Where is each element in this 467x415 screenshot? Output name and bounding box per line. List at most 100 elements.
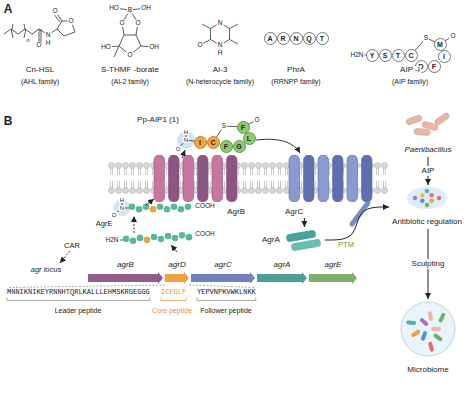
sequence-bracket (197, 298, 256, 301)
text-label: O (67, 18, 74, 25)
antibiotic-dot (420, 193, 424, 197)
node-shape (150, 155, 245, 202)
text-label: O (134, 20, 141, 27)
ahl-structure (39, 29, 40, 42)
precursor-peptide (165, 233, 172, 240)
node-text: F (241, 124, 245, 131)
agrc-rod (352, 203, 368, 224)
microbe (420, 331, 427, 342)
bacterium (405, 114, 422, 125)
node-shape (257, 272, 307, 284)
ahl-structure (4, 11, 75, 42)
sequence-bracket (161, 298, 186, 301)
residue-circle: M (434, 38, 447, 51)
residue-circle: S (379, 49, 392, 62)
residue-circle: F (237, 121, 250, 134)
precursor-peptide (179, 232, 186, 239)
gene-arrow-shape (191, 272, 255, 284)
gene-arrow-shape (309, 272, 357, 284)
microbe (406, 320, 416, 325)
gene-arrow-shape (257, 272, 307, 284)
bacterium (434, 112, 451, 126)
node-text: A (267, 35, 272, 42)
ahl-structure (12, 24, 14, 38)
precursor-peptide (171, 204, 178, 211)
text-label: N (217, 42, 224, 49)
text-label: CAR (63, 242, 81, 250)
text-label: Pp-AIP1 (1) (136, 116, 180, 124)
gene-arrow-shape (165, 272, 189, 284)
sequence-bracket (7, 298, 150, 301)
sequence-bracket (7, 285, 256, 301)
helix (304, 155, 315, 202)
node-text: Q (306, 35, 311, 42)
microbe (431, 327, 441, 331)
microbe (419, 317, 429, 327)
node-shape (88, 272, 163, 284)
node-text: T (320, 35, 324, 42)
text-label: COOH (194, 203, 216, 210)
node-text: I (199, 139, 201, 146)
sequence-bracket (8, 285, 165, 288)
text-label: HO (100, 44, 112, 51)
residue-circle: A (264, 32, 277, 45)
text-label: PTM (337, 241, 355, 249)
text-label: S (423, 35, 429, 42)
precursor-peptide (164, 206, 171, 213)
text-label: S-THMF -borate (100, 66, 160, 74)
precursor-peptide (178, 206, 185, 213)
gene-arrow: agrC (191, 253, 255, 284)
residue-circle: I (438, 50, 451, 63)
text-label: H2N (349, 52, 364, 59)
text-label: MNNIKNIKEYRNNHTQRLKALLLEHMSKRGEGGG (6, 289, 151, 296)
node-shape (390, 186, 464, 210)
precursor-peptide (151, 234, 158, 241)
membrane (108, 162, 388, 194)
residue-circle: F (428, 60, 441, 73)
precursor-peptide (150, 206, 157, 213)
residue-circle: T (392, 49, 405, 62)
node-text: N (293, 35, 298, 42)
helix (198, 155, 209, 202)
text-label: n (25, 37, 30, 43)
text-label: O (35, 42, 42, 49)
helix (169, 155, 180, 202)
bacterium (414, 128, 430, 135)
node-text: R (280, 35, 285, 42)
precursor-peptide (130, 237, 137, 244)
antibiotic-dot (413, 196, 417, 200)
text-label: O (175, 146, 182, 152)
residue-circle: I (194, 136, 207, 149)
sequence-bracket (189, 285, 255, 288)
text-label: (AI-2 family) (110, 78, 150, 85)
node-text: L (247, 135, 251, 142)
node-shape (309, 272, 357, 284)
text-label: AgrE (95, 220, 114, 228)
node-text: M (437, 41, 443, 48)
gene-arrow: agrD (165, 253, 189, 284)
residue-circle: C (405, 49, 418, 62)
microbe (433, 333, 443, 342)
text-label: H (217, 50, 224, 57)
node-text: Antibiotic regulation (392, 218, 462, 227)
ai3-structure (200, 23, 238, 53)
edge-label: AIP (420, 166, 437, 176)
helix (333, 155, 344, 202)
residue-circle: Y (366, 49, 379, 62)
membrane-protein: AgrC (285, 155, 377, 217)
gene-arrow: agrA (257, 253, 307, 284)
text-label: (RRNPP family) (270, 78, 321, 85)
antibiotic-dot (420, 199, 424, 203)
node-shape (191, 272, 255, 284)
connector-arrow (304, 218, 305, 227)
process-arrow (60, 139, 300, 263)
thmf-borate-structure (106, 8, 154, 57)
microbe (438, 312, 446, 323)
text-label: AIP -I (399, 66, 421, 74)
residue-circle: Q (303, 32, 316, 45)
node-text: agrD (168, 261, 185, 270)
text-label: (AHL family) (20, 78, 60, 85)
text-label: agr locus (30, 266, 62, 274)
antibiotic-dot (425, 189, 429, 193)
gene-arrow: agrB (88, 253, 163, 284)
